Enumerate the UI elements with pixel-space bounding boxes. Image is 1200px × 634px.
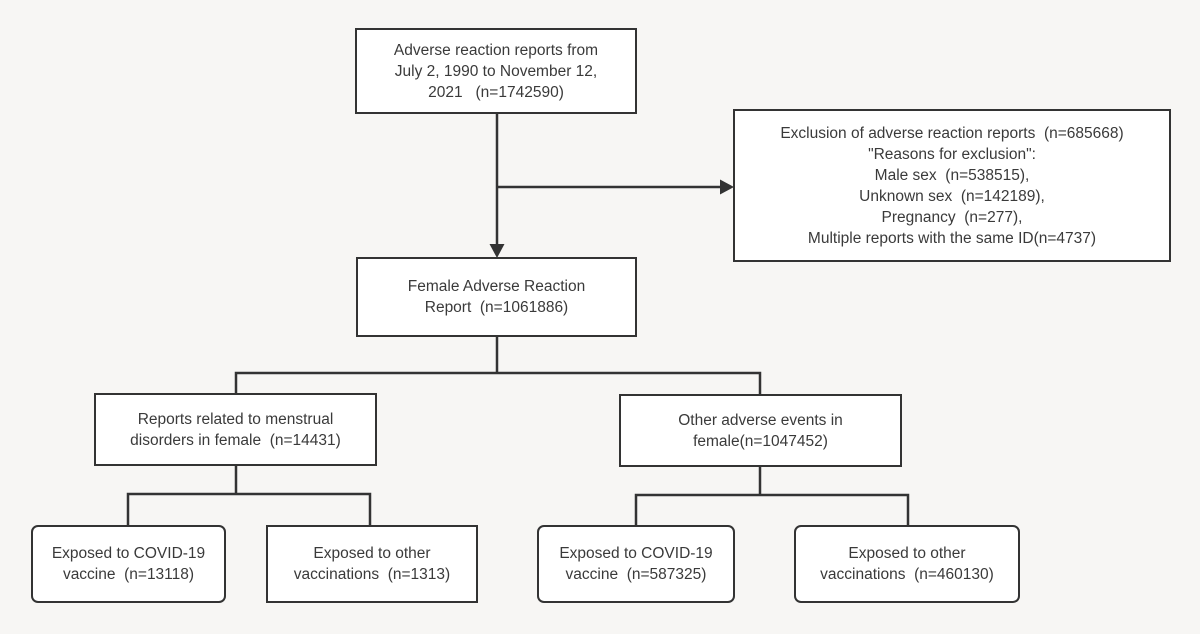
- node-menstrual-covid-vaccine: Exposed to COVID-19 vaccine (n=13118): [31, 525, 226, 603]
- node-text-line: vaccine (n=587325): [565, 566, 707, 583]
- node-text-line: vaccine (n=13118): [62, 566, 195, 583]
- connector-other-branch: [634, 493, 910, 525]
- connector-branch-top: [234, 371, 762, 394]
- node-menstrual-disorders: Reports related to menstrual disorders i…: [94, 393, 377, 466]
- node-text-line: Pregnancy (n=277),: [881, 208, 1023, 226]
- node-text-line: Male sex (n=538515),: [874, 166, 1030, 184]
- node-text-line: Adverse reaction reports from: [393, 41, 599, 59]
- node-female-reports: Female Adverse Reaction Report (n=106188…: [356, 257, 637, 337]
- node-text-line: Other adverse events in: [678, 411, 843, 429]
- node-text-line: Exposed to other: [313, 545, 431, 562]
- node-text-line: "Reasons for exclusion":: [868, 145, 1036, 163]
- node-text-line: Multiple reports with the same ID(n=4737…: [807, 229, 1097, 247]
- connector-menstrual-branch: [126, 492, 372, 525]
- node-text-line: Unknown sex (n=142189),: [859, 187, 1045, 205]
- node-text-line: female(n=1047452): [693, 432, 828, 450]
- node-text-line: 2021 (n=1742590): [428, 83, 564, 101]
- node-text-line: Exposed to COVID-19: [51, 545, 206, 562]
- arrowhead-right-icon: [720, 179, 734, 195]
- node-text-line: disorders in female (n=14431): [130, 431, 341, 449]
- node-text-line: Exclusion of adverse reaction reports (n…: [780, 124, 1124, 142]
- arrowhead-down-icon: [489, 244, 505, 258]
- node-exclusion: Exclusion of adverse reaction reports (n…: [733, 109, 1171, 262]
- node-text-line: July 2, 1990 to November 12,: [394, 62, 598, 80]
- node-text-line: vaccinations (n=1313): [293, 566, 451, 583]
- node-other-adverse-events: Other adverse events in female(n=1047452…: [619, 394, 902, 467]
- node-text-line: Exposed to other: [848, 545, 966, 562]
- node-other-other-vaccinations: Exposed to other vaccinations (n=460130): [794, 525, 1020, 603]
- node-text-line: Female Adverse Reaction: [407, 278, 586, 295]
- node-text-line: vaccinations (n=460130): [820, 566, 994, 583]
- node-text-line: Reports related to menstrual: [137, 410, 334, 428]
- node-text-line: Exposed to COVID-19: [559, 545, 713, 562]
- node-other-covid-vaccine: Exposed to COVID-19 vaccine (n=587325): [537, 525, 735, 603]
- node-text-line: Report (n=1061886): [424, 299, 569, 316]
- node-menstrual-other-vaccinations: Exposed to other vaccinations (n=1313): [266, 525, 478, 603]
- node-total-reports: Adverse reaction reports from July 2, 19…: [355, 28, 637, 114]
